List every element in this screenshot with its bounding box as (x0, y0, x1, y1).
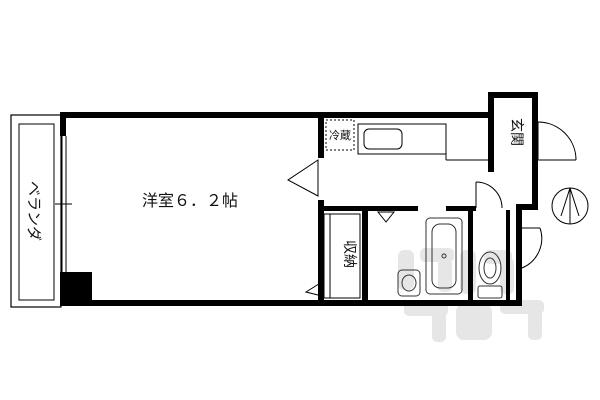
closet-label: 収納 (341, 240, 357, 268)
walls (60, 92, 538, 306)
compass-icon (551, 187, 589, 225)
fridge-label: 冷蔵 (329, 129, 351, 142)
kitchen-counter (357, 123, 488, 161)
room-door-icon (287, 159, 319, 197)
closet (323, 213, 361, 299)
washbasin-icon (397, 269, 421, 297)
toilet-icon (477, 251, 503, 299)
fridge-space (325, 119, 355, 151)
balcony-window (55, 136, 72, 272)
doors (287, 121, 577, 297)
entrance-label: 玄関 (508, 118, 525, 146)
bathtub-icon (425, 217, 463, 295)
closet-door-icon (304, 281, 323, 297)
washroom-door-icon (376, 211, 396, 223)
balcony (10, 114, 62, 308)
western-room-label: 洋室６．２帖 (142, 191, 238, 210)
balcony-label: ベランダ (25, 181, 43, 241)
